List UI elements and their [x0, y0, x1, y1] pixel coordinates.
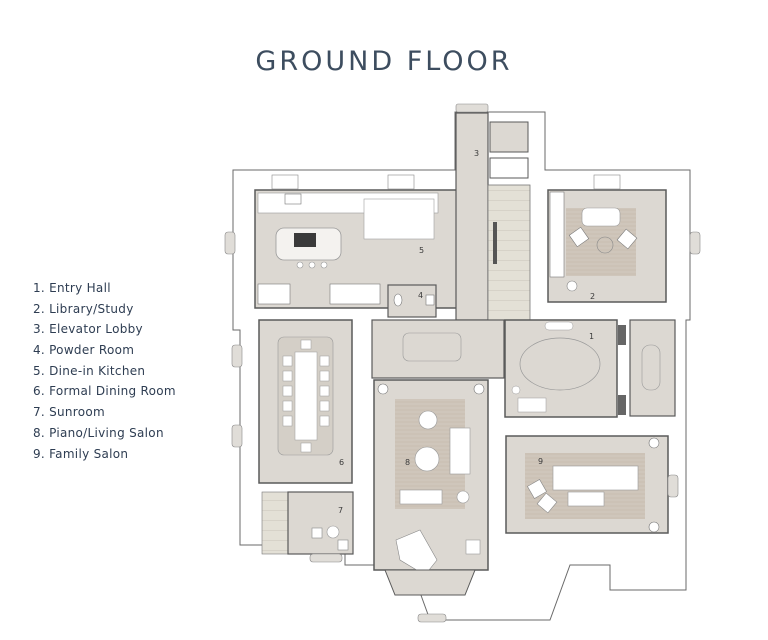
svg-text:7: 7: [338, 506, 343, 515]
legend-item-entry-hall: 1.Entry Hall: [33, 281, 111, 295]
legend-item-dine-in-kitchen: 5.Dine-in Kitchen: [33, 363, 146, 378]
legend-item-library-study: 2.Library/Study: [33, 301, 134, 316]
window-bays: [224, 174, 701, 623]
legend-item-formal-dining-room: 6.Formal Dining Room: [33, 384, 176, 399]
grand-piano-icon: [395, 529, 438, 576]
bookshelf: [549, 191, 565, 278]
svg-text:3: 3: [474, 149, 479, 158]
legend-item-piano-living-salon: 8.Piano/Living Salon: [33, 425, 164, 440]
svg-text:9: 9: [538, 457, 543, 466]
sink-icon: [284, 193, 302, 205]
svg-text:4: 4: [418, 291, 423, 300]
oval-rug: [519, 337, 601, 391]
svg-text:1: 1: [589, 332, 594, 341]
room-powder: 4: [387, 284, 437, 318]
vestibule: [629, 319, 676, 417]
dining-table: [294, 351, 318, 441]
svg-text:2: 2: [590, 292, 595, 301]
lamp-icon: [473, 383, 485, 395]
lamp-icon: [377, 383, 389, 395]
legend-item-family-salon: 9.Family Salon: [33, 446, 129, 461]
legend-item-elevator-lobby: 3.Elevator Lobby: [33, 322, 143, 337]
elevator-icon: [489, 121, 529, 153]
radiator-icon: [493, 222, 497, 264]
staircase: [261, 491, 289, 555]
room-elevator-lobby: 3: [455, 103, 531, 321]
lamp-icon: [648, 437, 660, 449]
page-title: GROUND FLOOR: [255, 46, 513, 78]
legend-item-sunroom: 7.Sunroom: [33, 405, 106, 420]
room-legend: 1.Entry Hall 2.Library/Study 3.Elevator …: [33, 278, 176, 464]
legend-item-powder-room: 4.Powder Room: [33, 343, 135, 358]
svg-text:6: 6: [339, 458, 344, 467]
room-entry-hall: 1: [371, 319, 676, 418]
lamp-icon: [648, 521, 660, 533]
toilet-icon: [393, 293, 403, 307]
room-sunroom: 7: [261, 491, 354, 555]
cooktop-icon: [294, 233, 316, 247]
svg-text:5: 5: [419, 246, 424, 255]
sectional-sofa: [552, 465, 639, 491]
room-piano-living: 8: [373, 379, 489, 596]
bay-window: [384, 569, 476, 596]
room-library: 2: [547, 189, 667, 303]
room-family-salon: 9: [505, 435, 669, 534]
svg-text:8: 8: [405, 458, 410, 467]
room-formal-dining: 6: [258, 319, 353, 484]
kitchen-table: [363, 198, 435, 240]
sofa: [449, 427, 471, 475]
sink-icon: [425, 294, 435, 306]
